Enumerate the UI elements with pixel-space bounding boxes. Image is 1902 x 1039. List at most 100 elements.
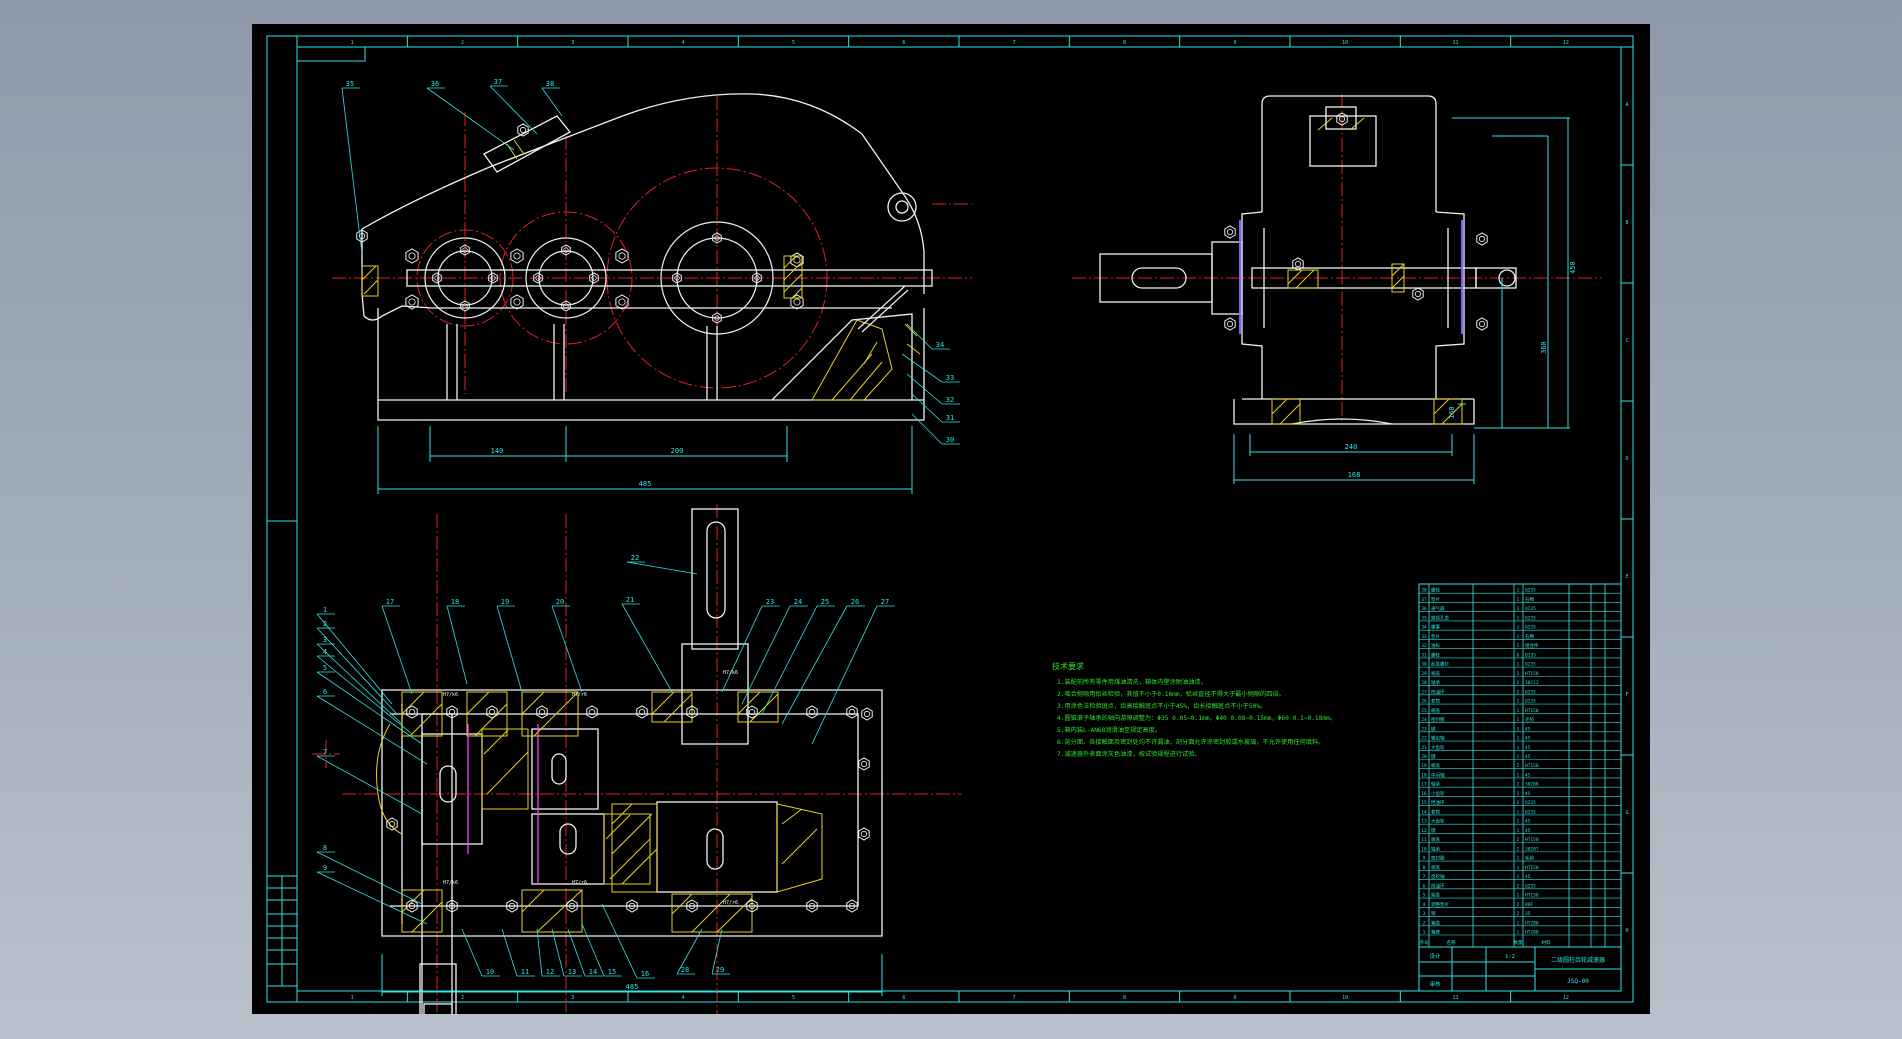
balloon-number: 36 xyxy=(431,80,439,88)
front-hatch-regions xyxy=(361,139,921,401)
zone-bottom-number: 8 xyxy=(1123,995,1126,1001)
title-block-scale: 1:2 xyxy=(1505,954,1515,960)
bolt-head xyxy=(746,705,758,719)
parts-list-no: 26 xyxy=(1421,699,1427,705)
bolt-head xyxy=(686,899,698,913)
bolt-head xyxy=(517,123,529,137)
parts-list-qty: 2 xyxy=(1517,846,1520,852)
fit-label: H7/r6 xyxy=(723,900,738,906)
parts-list-material: HT150 xyxy=(1525,671,1539,677)
parts-list-no: 6 xyxy=(1423,883,1426,889)
parts-list-no: 33 xyxy=(1421,634,1427,640)
balloon-number: 37 xyxy=(494,78,502,86)
bolt-head xyxy=(506,899,518,913)
parts-list-name: 轴承 xyxy=(1431,845,1440,852)
parts-list-name: 键 xyxy=(1431,753,1436,760)
parts-list-material: 组合件 xyxy=(1525,642,1539,649)
note-line: 2.啮合侧隙用铅丝检验，其值不小于0.16mm，铅丝直径不得大于最小侧隙的四倍。 xyxy=(1057,690,1285,698)
notes-heading: 技术要求 xyxy=(1052,661,1084,671)
parts-list-qty: 1 xyxy=(1517,699,1520,705)
side-hatch-regions xyxy=(1271,117,1463,425)
parts-list-material: Q235 xyxy=(1525,625,1536,631)
parts-list-header-cell: 数量 xyxy=(1514,939,1523,946)
parts-list-material: HT150 xyxy=(1525,865,1539,871)
zone-right-letter: F xyxy=(1625,692,1628,698)
zone-top-number: 12 xyxy=(1563,40,1569,46)
bolt-head xyxy=(460,244,470,256)
note-line: 5.箱内装L-AN68润滑油至规定高度。 xyxy=(1057,726,1161,734)
zone-bottom-number: 5 xyxy=(792,995,795,1001)
parts-list-name: 端盖 xyxy=(1431,707,1440,714)
bolt-head xyxy=(686,705,698,719)
parts-list-qty: 2 xyxy=(1517,763,1520,769)
drawing-background xyxy=(252,24,1650,1014)
parts-list-material: Q235 xyxy=(1525,662,1536,668)
parts-list-no: 22 xyxy=(1421,736,1427,742)
parts-list-qty: 1 xyxy=(1517,920,1520,926)
part-balloon: 3 xyxy=(316,636,403,725)
zone-bottom-number: 7 xyxy=(1013,995,1016,1001)
part-balloon: 36 xyxy=(426,80,515,151)
part-balloon: 37 xyxy=(489,78,538,135)
bolt-head xyxy=(356,229,368,243)
balloon-number: 35 xyxy=(346,80,354,88)
parts-list-qty: 2 xyxy=(1517,902,1520,908)
bolt-head xyxy=(1336,112,1348,126)
top-section-view: 485 171819202123242526271234567891011121… xyxy=(312,504,962,1014)
front-gear-hubs xyxy=(424,221,774,335)
bolt-head xyxy=(672,272,682,284)
parts-list-no: 12 xyxy=(1421,828,1427,834)
balloon-number: 34 xyxy=(936,341,944,349)
title-block-drawing-no: JSQ-00 xyxy=(1567,978,1589,985)
parts-list-name: 齿轮轴 xyxy=(1431,873,1445,880)
zone-right-letter: H xyxy=(1625,928,1628,934)
part-balloon: 35 xyxy=(341,80,363,255)
balloon-number: 8 xyxy=(323,844,327,852)
bolt-head xyxy=(446,705,458,719)
parts-list-material: HT150 xyxy=(1525,837,1539,843)
title-block-checker: 审核 xyxy=(1429,980,1441,988)
parts-list-name: 套筒 xyxy=(1431,698,1440,705)
parts-list-name: 垫片 xyxy=(1431,633,1440,640)
balloon-number: 31 xyxy=(946,414,954,422)
zone-bottom-number: 9 xyxy=(1233,995,1236,1001)
bolt-head xyxy=(561,244,571,256)
balloon-number: 38 xyxy=(546,80,554,88)
front-housing-outline xyxy=(361,93,933,421)
parts-list-header-cell: 序号 xyxy=(1420,939,1429,946)
part-balloon: 21 xyxy=(621,596,673,693)
parts-list-material: 35 xyxy=(1525,911,1531,917)
parts-list-qty: 2 xyxy=(1517,837,1520,843)
parts-list-no: 27 xyxy=(1421,689,1427,695)
parts-list-name: 端盖 xyxy=(1431,864,1440,871)
bolt-head xyxy=(615,248,629,264)
part-balloon: 23 xyxy=(721,598,780,693)
parts-list-material: Q235 xyxy=(1525,588,1536,594)
balloon-number: 13 xyxy=(568,968,576,976)
parts-list-no: 19 xyxy=(1421,763,1427,769)
parts-list-qty: 1 xyxy=(1517,828,1520,834)
parts-list-qty: 1 xyxy=(1517,726,1520,732)
bolt-head xyxy=(486,705,498,719)
balloon-number: 17 xyxy=(386,598,394,606)
parts-list-qty: 2 xyxy=(1517,911,1520,917)
parts-list-no: 5 xyxy=(1423,893,1426,899)
balloon-number: 1 xyxy=(323,606,327,614)
part-balloon: 2 xyxy=(316,620,398,715)
bolt-head xyxy=(406,705,418,719)
